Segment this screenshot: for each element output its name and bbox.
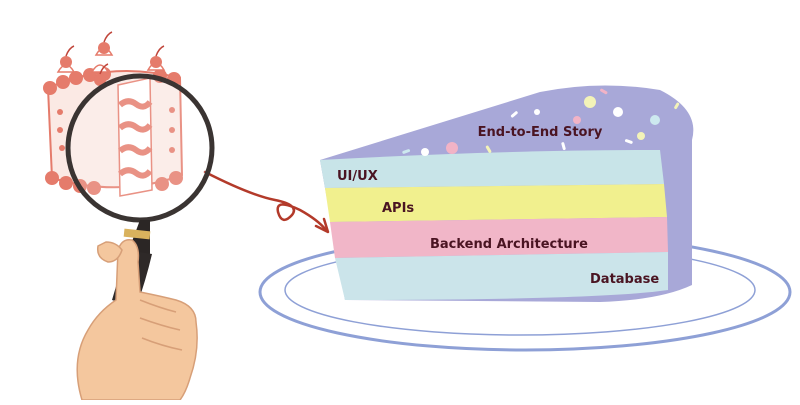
thumb [96, 241, 123, 263]
hand-icon [76, 238, 198, 401]
cherries [56, 31, 166, 86]
hand-shape [76, 238, 198, 401]
finger-crease [141, 337, 183, 351]
sprinkle [674, 102, 680, 110]
arrow-head-icon [314, 217, 330, 234]
cake-wave-layer [118, 167, 153, 179]
sprinkle [510, 111, 518, 118]
sprinkle [650, 115, 660, 125]
cake-icon [43, 31, 184, 197]
layer-database [335, 252, 668, 300]
layer-label-database: Database [590, 272, 659, 287]
finger-crease [139, 299, 177, 313]
sprinkle [624, 139, 633, 144]
sprinkle [561, 142, 566, 151]
finger-crease [139, 317, 181, 331]
layer-apis [325, 184, 667, 222]
sprinkle [446, 142, 458, 154]
cake-slice: End-to-End Story UI/UX APIs Backend Arch… [320, 85, 694, 302]
sprinkle [534, 109, 540, 115]
sprinkles [402, 88, 680, 156]
magnifying-glass-icon [65, 73, 215, 308]
cake-wave-layer [118, 98, 153, 110]
cake-wave-layer [118, 121, 153, 133]
arrow [203, 170, 330, 234]
sprinkle [613, 107, 623, 117]
sprinkle [421, 148, 429, 156]
magnifier-band [123, 228, 151, 240]
cake-wave-layer [118, 144, 153, 156]
layer-backend-architecture [330, 217, 668, 258]
topping-label: End-to-End Story [478, 125, 603, 140]
sprinkle [584, 96, 596, 108]
sprinkle [573, 116, 581, 124]
magnifier-lens [65, 73, 215, 223]
arrow-line [203, 170, 328, 232]
sprinkle [402, 149, 411, 154]
sprinkle [637, 132, 645, 140]
layer-label-ui-ux: UI/UX [337, 169, 378, 184]
sprinkle [600, 88, 608, 95]
layer-label-backend-architecture: Backend Architecture [430, 237, 588, 252]
cake-side-dots [57, 107, 175, 153]
layer-label-apis: APIs [382, 201, 414, 216]
sprinkle [485, 145, 492, 153]
layer-ui-ux [320, 150, 664, 188]
